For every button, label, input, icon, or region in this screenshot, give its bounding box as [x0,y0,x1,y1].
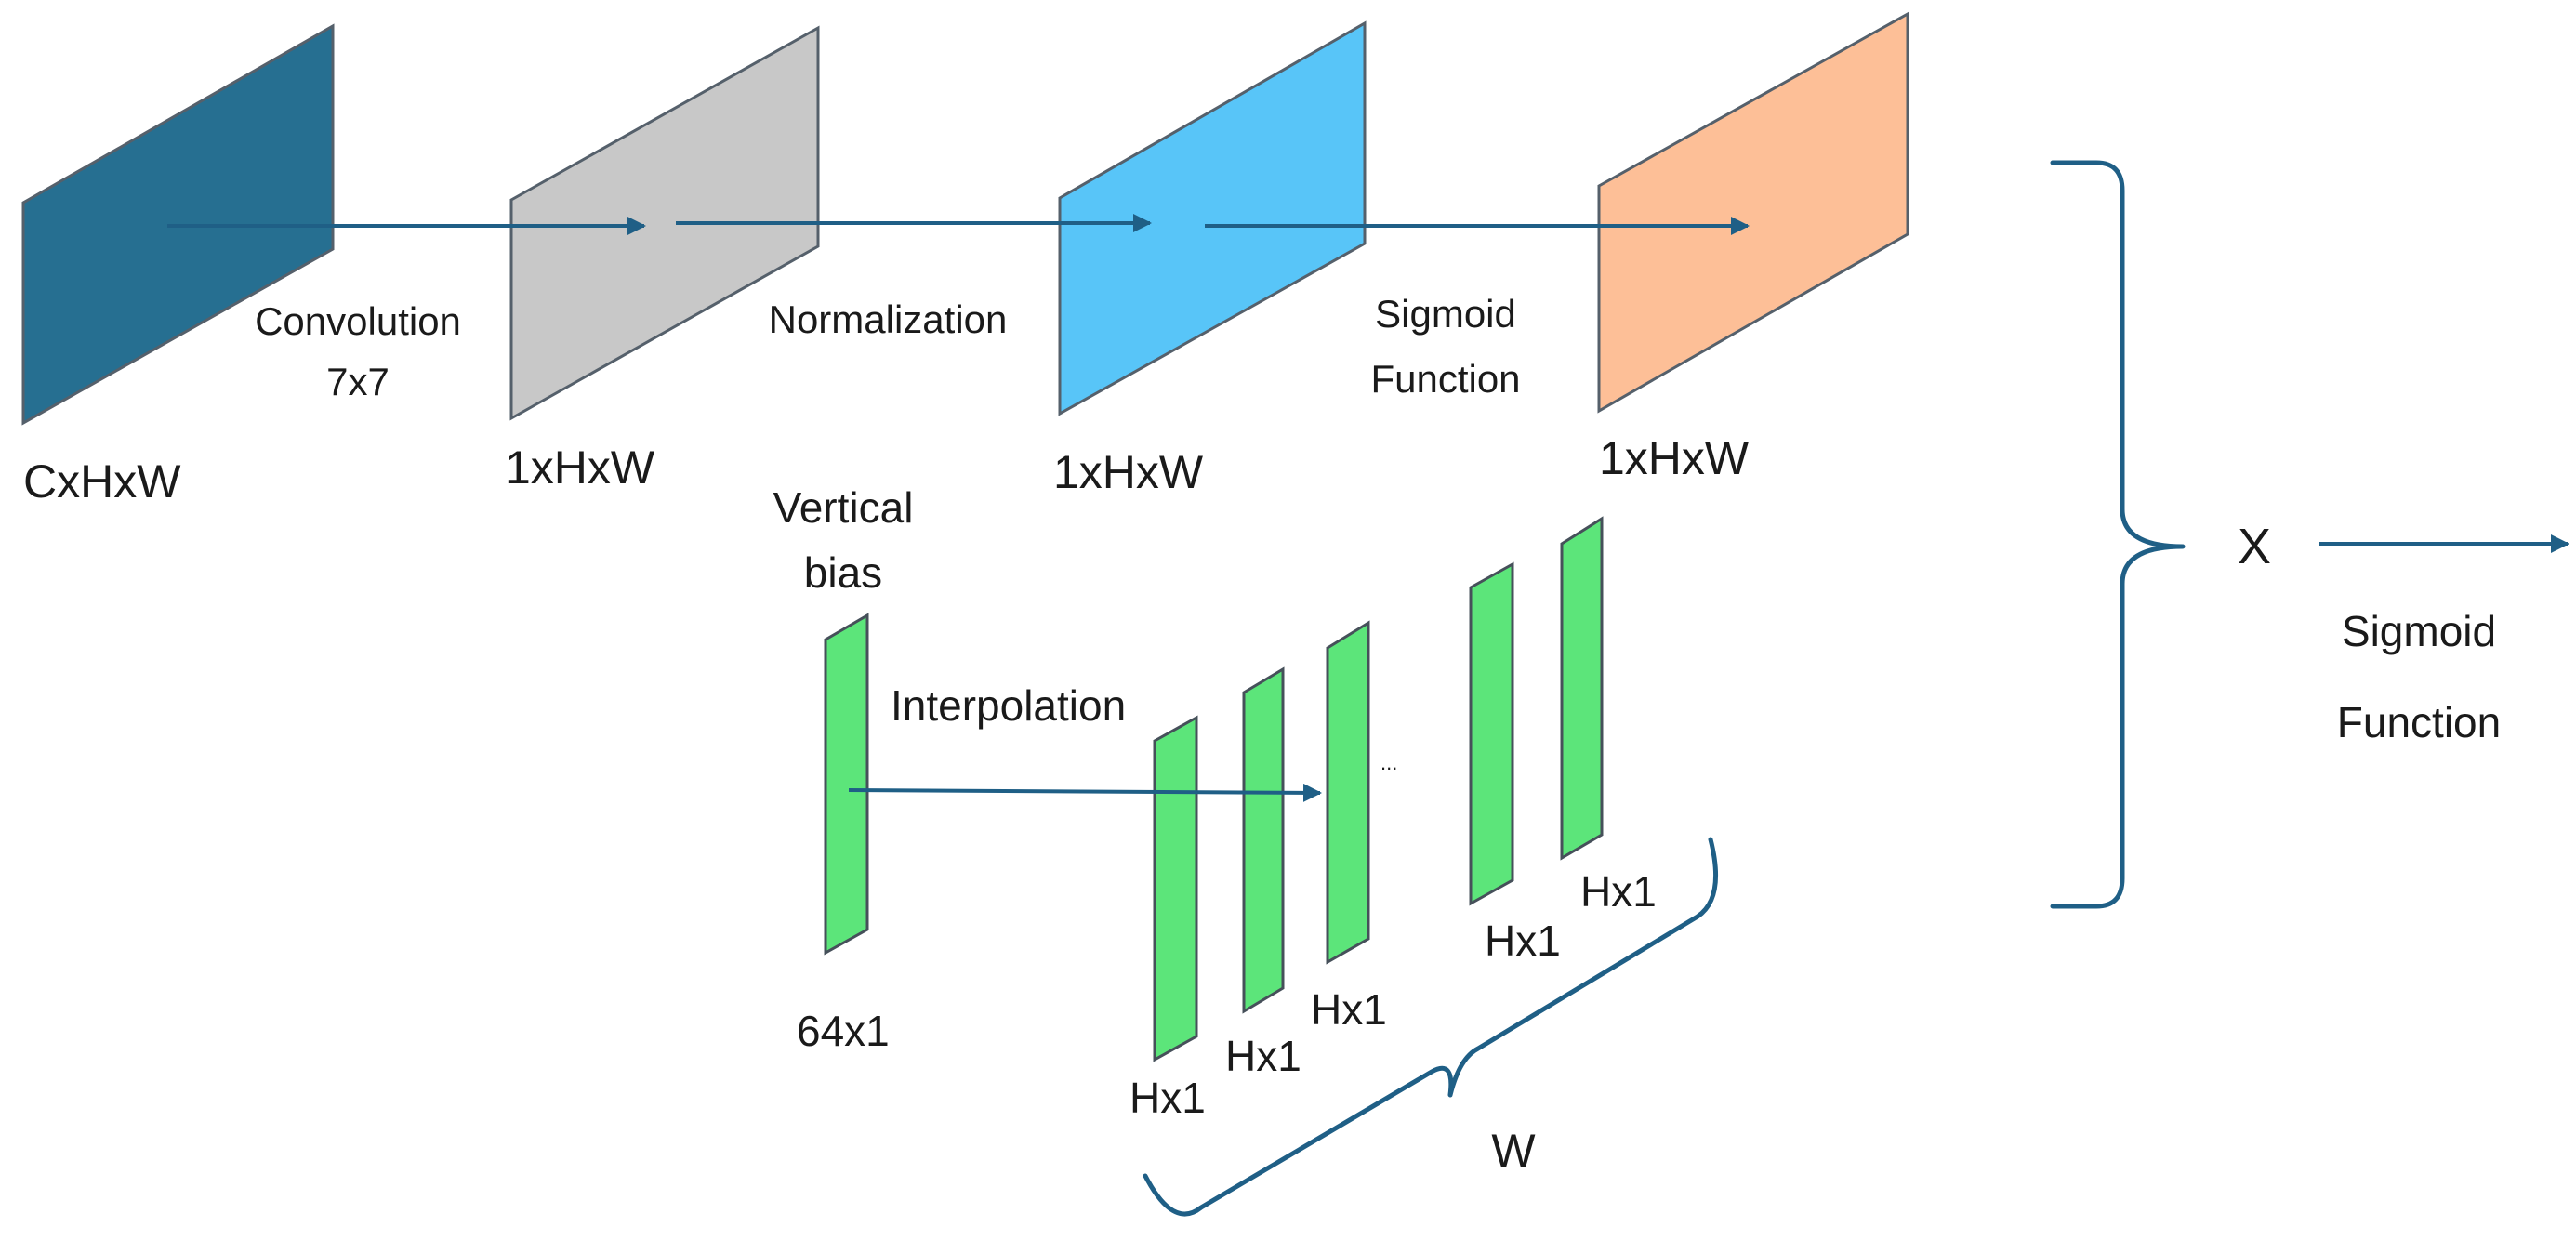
output-sigmoid-label-line1: Sigmoid [2342,607,2496,655]
column-label-2: Hx1 [1225,1032,1301,1080]
column-bar-3 [1326,620,1370,965]
sigmoid-label-line2: Function [1370,357,1520,401]
column-bar-2 [1242,666,1285,1014]
column-label-1: Hx1 [1129,1074,1206,1122]
column-bar-4 [1469,561,1514,906]
norm-output-map [1058,20,1367,416]
column-bar-5 [1560,516,1604,861]
width-brace [1143,837,1718,1217]
norm-label: Normalization [769,297,1008,341]
conv-output-map [509,25,820,421]
vertical-bias-title-line1: Vertical [773,483,914,532]
input-shape-label: CxHxW [23,455,181,508]
bias-vector-bar [824,613,869,956]
conv-label-line1: Convolution [255,299,461,343]
norm-shape-label: 1xHxW [1053,446,1204,498]
sigmoid-label-line1: Sigmoid [1375,292,1516,336]
output-sigmoid-label-line2: Function [2337,698,2501,746]
vertical-bias-title-line2: bias [804,548,882,597]
column-label-5: Hx1 [1580,867,1657,916]
column-label-4: Hx1 [1485,917,1561,965]
bias-shape-label: 64x1 [797,1007,890,1055]
width-label: W [1491,1125,1536,1177]
column-label-3: Hx1 [1311,985,1387,1034]
multiply-symbol: X [2238,519,2271,574]
sigmoid-shape-label: 1xHxW [1599,432,1750,484]
sigmoid-output-map [1597,11,1909,414]
conv-label-line2: 7x7 [326,360,390,403]
ellipsis-mark: ... [1380,751,1397,774]
arrow-interpolation [848,783,1322,802]
interpolation-label: Interpolation [891,681,1126,730]
conv-shape-label: 1xHxW [505,442,655,494]
combine-brace [2050,160,2186,909]
column-bar-1 [1153,715,1198,1062]
